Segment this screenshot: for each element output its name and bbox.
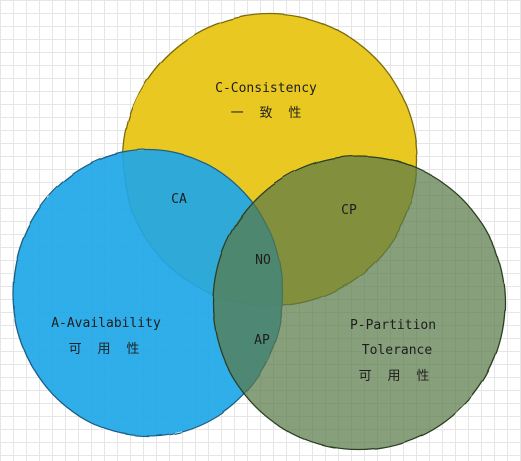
partition-label-line1: P-Partition [350, 318, 436, 333]
consistency-label: C-Consistency [215, 81, 317, 96]
consistency-cn-label: 一 致 性 [231, 106, 306, 121]
overlap-center-label: NO [255, 253, 271, 268]
availability-label: A-Availability [51, 316, 161, 331]
partition-label-line2: Tolerance [362, 343, 433, 358]
overlap-ap-label: AP [254, 333, 270, 348]
partition-circle [212, 155, 506, 451]
overlap-cp-label: CP [341, 203, 357, 218]
availability-cn-label: 可 用 性 [69, 342, 144, 357]
partition-cn-label: 可 用 性 [359, 369, 434, 384]
overlap-ca-label: CA [171, 192, 187, 207]
